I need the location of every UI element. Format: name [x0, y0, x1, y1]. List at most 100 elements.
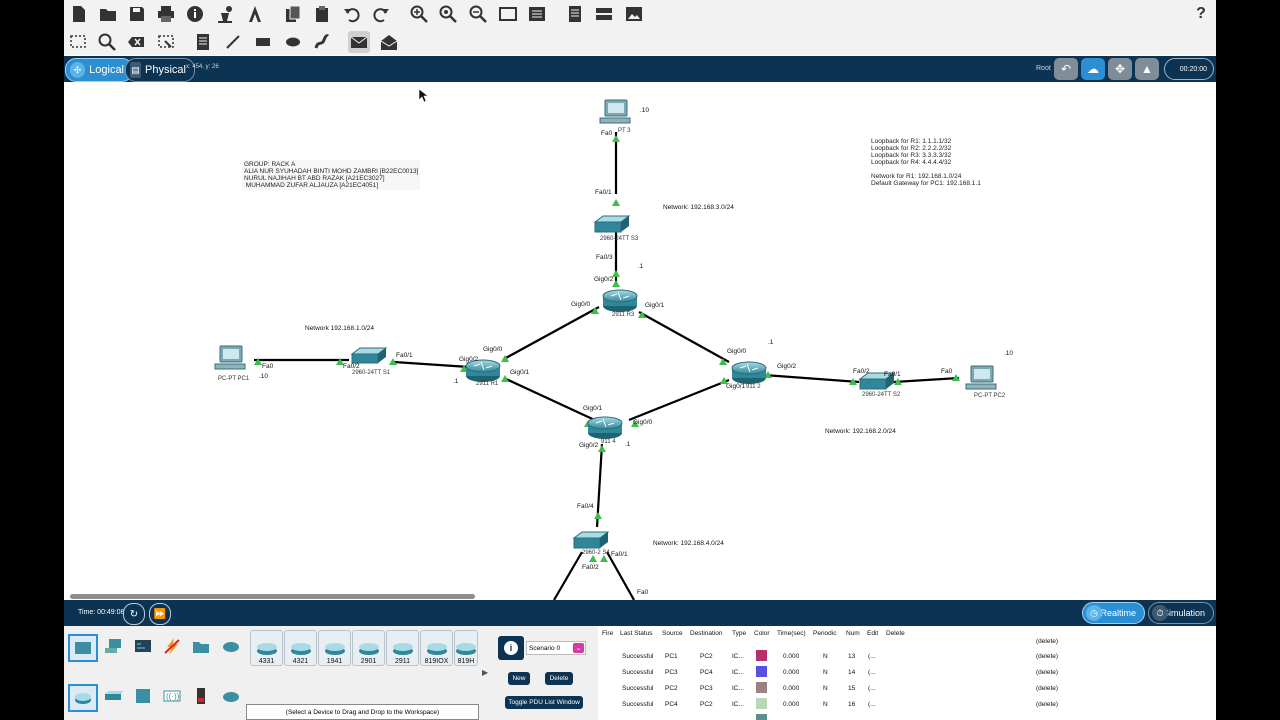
components-category-icon[interactable]	[130, 634, 156, 658]
move-icon[interactable]: ✥	[1108, 58, 1132, 80]
tab-logical[interactable]: ✣ Logical	[65, 58, 133, 82]
model-1941[interactable]: 1941	[318, 630, 351, 666]
delete-link[interactable]: (delete)	[1036, 669, 1059, 676]
security-category-icon[interactable]	[188, 684, 214, 708]
router-r4[interactable]	[587, 416, 623, 439]
connections-category-icon[interactable]	[159, 634, 185, 658]
network-1-label[interactable]: Network 192.168.1.0/24	[305, 325, 375, 332]
wireless-category-icon[interactable]: ((·))	[159, 684, 185, 708]
viewport-clock[interactable]: 00:20:00	[1164, 58, 1214, 80]
undo-icon[interactable]	[341, 3, 363, 25]
logical-workspace[interactable]: GROUP: RACK A ALIA NUR SYUHADAH BINTI MO…	[64, 82, 1216, 600]
cable-r1-r4[interactable]	[503, 377, 600, 423]
scenario-select[interactable]: Scenario 0 ⌄	[526, 641, 586, 655]
simple-pdu-icon[interactable]	[348, 31, 370, 53]
table-row[interactable]: Successful PC3 PC4 IC... 0.000 N 14 (...…	[598, 666, 1216, 681]
switch-s4[interactable]	[572, 531, 610, 549]
print-icon[interactable]	[155, 3, 177, 25]
group-note[interactable]: GROUP: RACK A ALIA NUR SYUHADAH BINTI MO…	[242, 160, 421, 190]
info-icon[interactable]	[184, 3, 206, 25]
switches-category-icon[interactable]	[100, 684, 126, 708]
picture-icon[interactable]	[623, 3, 645, 25]
edit-link[interactable]: (...	[868, 701, 876, 708]
horizontal-scrollbar[interactable]	[70, 594, 475, 599]
pc3[interactable]	[599, 99, 631, 124]
help-icon[interactable]: ?	[1196, 5, 1206, 22]
wan-emulation-category-icon[interactable]	[218, 684, 244, 708]
save-icon[interactable]	[126, 3, 148, 25]
model-4331[interactable]: 4331	[250, 630, 283, 666]
end-devices-category-icon[interactable]	[100, 634, 126, 658]
cable-r2-s2[interactable]	[763, 373, 860, 384]
switch-s1[interactable]	[350, 347, 388, 364]
switch-s3[interactable]	[593, 215, 631, 233]
open-folder-icon[interactable]	[97, 3, 119, 25]
network-2-label[interactable]: Network: 192.168.2.0/24	[825, 428, 896, 435]
zoom-in-icon[interactable]	[408, 3, 430, 25]
table-row[interactable]	[598, 714, 1216, 720]
cloud-icon[interactable]: ☁	[1081, 58, 1105, 80]
note-icon[interactable]	[192, 31, 214, 53]
table-row[interactable]: Successful PC1 PC2 IC... 0.000 N 13 (...…	[598, 650, 1216, 665]
router-r1[interactable]	[465, 359, 501, 382]
loopback-note[interactable]: Loopback for R1: 1.1.1.1/32 Loopback for…	[871, 138, 981, 187]
power-cycle-icon[interactable]: ↻	[123, 603, 145, 625]
zoom-reset-icon[interactable]	[437, 3, 459, 25]
paste-icon[interactable]	[311, 3, 333, 25]
zoom-out-icon[interactable]	[467, 3, 489, 25]
inspect-icon[interactable]	[96, 31, 118, 53]
complex-pdu-icon[interactable]	[378, 31, 400, 53]
model-2911[interactable]: 2911	[386, 630, 419, 666]
delete-link[interactable]: (delete)	[1036, 638, 1059, 645]
network-devices-category-icon[interactable]	[68, 634, 98, 662]
network-4-label[interactable]: Network: 192.168.4.0/24	[653, 540, 724, 547]
window-icon[interactable]	[497, 3, 519, 25]
miscellaneous-category-icon[interactable]	[188, 634, 214, 658]
edit-link[interactable]: (...	[868, 685, 876, 692]
cable-s4-down-right[interactable]	[606, 551, 635, 600]
freeform-icon[interactable]	[311, 31, 333, 53]
edit-link[interactable]: (...	[868, 653, 876, 660]
new-file-icon[interactable]	[68, 3, 90, 25]
cable-s2-pc2[interactable]	[893, 376, 960, 384]
network-3-label[interactable]: Network: 192.168.3.0/24	[663, 204, 734, 211]
model-2901[interactable]: 2901	[352, 630, 385, 666]
realtime-button[interactable]: ◷ Realtime	[1082, 602, 1145, 624]
delete-link[interactable]: (delete)	[1036, 653, 1059, 660]
palette-icon[interactable]	[526, 3, 548, 25]
ellipse-icon[interactable]	[282, 31, 304, 53]
notes-icon[interactable]	[564, 3, 586, 25]
scenario-info-button[interactable]: i	[498, 636, 524, 660]
model-819h[interactable]: 819H	[454, 630, 478, 666]
network-info-icon[interactable]	[214, 3, 236, 25]
router-r2[interactable]	[731, 361, 767, 384]
cable-r3-r2[interactable]	[638, 311, 730, 363]
copy-icon[interactable]	[282, 3, 304, 25]
delete-link[interactable]: (delete)	[1036, 701, 1059, 708]
router-r3[interactable]	[602, 289, 638, 312]
select-icon[interactable]	[67, 31, 89, 53]
redo-icon[interactable]	[370, 3, 392, 25]
pc2[interactable]	[965, 365, 997, 390]
line-icon[interactable]	[222, 31, 244, 53]
model-4321[interactable]: 4321	[284, 630, 317, 666]
panel-expand-icon[interactable]: ▶	[482, 668, 489, 677]
switch-s2[interactable]	[858, 372, 896, 390]
cable-s1-r1[interactable]	[393, 360, 470, 369]
table-row[interactable]: Successful PC4 PC2 IC... 0.000 N 16 (...…	[598, 698, 1216, 713]
resize-icon[interactable]	[155, 31, 177, 53]
routers-category-icon[interactable]	[68, 684, 98, 712]
activity-wizard-icon[interactable]	[244, 3, 266, 25]
cable-s4-down-left[interactable]	[553, 551, 583, 600]
delete-scenario-button[interactable]: Delete	[545, 672, 573, 685]
hubs-category-icon[interactable]	[130, 684, 156, 708]
back-icon[interactable]: ↶	[1054, 58, 1078, 80]
pc1[interactable]	[214, 345, 246, 370]
table-row[interactable]: Successful PC2 PC3 IC... 0.000 N 15 (...…	[598, 682, 1216, 697]
cable-r1-r3[interactable]	[503, 306, 600, 360]
delete-link[interactable]: (delete)	[1036, 685, 1059, 692]
multiuser-category-icon[interactable]	[218, 634, 244, 658]
device-list-icon[interactable]	[593, 3, 615, 25]
cable-r4-r2[interactable]	[628, 378, 730, 422]
toggle-pdu-list-button[interactable]: Toggle PDU List Window	[505, 696, 583, 709]
